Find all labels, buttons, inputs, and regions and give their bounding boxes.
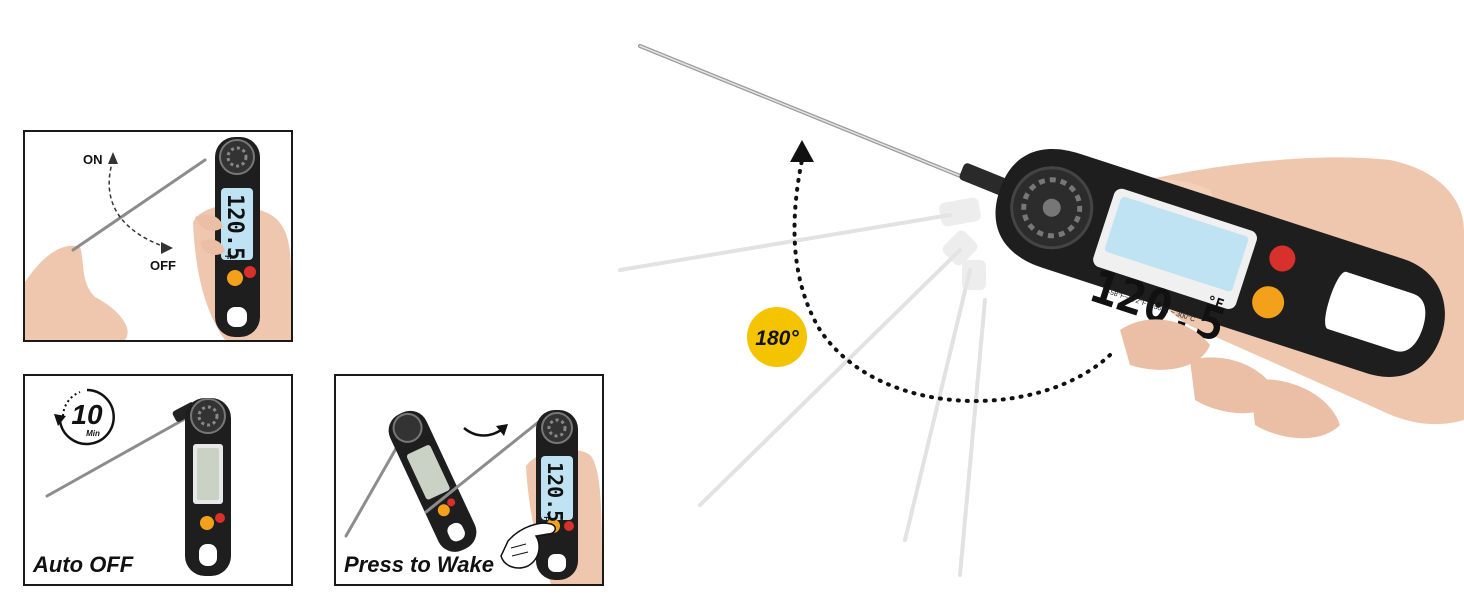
power-button-icon <box>1252 286 1285 319</box>
mini-display-reading: 120.5 <box>222 194 247 260</box>
rotation-arc <box>792 158 1112 403</box>
probe-hinge <box>959 163 1007 195</box>
reset-button-icon <box>1269 245 1296 272</box>
on-off-illustration: 120.5 °F <box>25 137 291 340</box>
timer-unit: Min <box>86 429 100 438</box>
mini-display-reading: 120.5 <box>543 462 567 522</box>
main-display-unit: °F <box>1205 293 1226 313</box>
probe-rod <box>45 414 192 498</box>
panel-on-off: 120.5 °F ON OFF <box>23 130 293 342</box>
off-arrow-icon <box>161 242 173 254</box>
off-label: OFF <box>150 258 176 273</box>
press-to-wake-illustration: 120.5 °F <box>344 410 602 584</box>
probe-rod <box>71 158 207 252</box>
auto-off-caption: Auto OFF <box>33 552 134 577</box>
timer-value: 10 <box>71 399 103 430</box>
on-label: ON <box>83 152 103 167</box>
rotation-badge <box>747 307 807 367</box>
on-arrow-icon <box>108 152 118 164</box>
rotation-label: 180° <box>755 327 799 350</box>
mini-display-unit: °F <box>223 250 232 260</box>
auto-off-illustration: 10 Min <box>45 388 231 576</box>
panel-auto-off: 10 Min Auto OFF <box>23 374 293 586</box>
probe-ghost-positions <box>618 213 987 577</box>
press-to-wake-caption: Press to Wake <box>344 552 495 577</box>
mini-display-unit: °F <box>542 512 550 520</box>
thermometer-body <box>995 149 1445 377</box>
wake-arrow-head-icon <box>496 424 508 436</box>
pointing-hand-icon <box>500 522 556 569</box>
on-off-arc <box>108 159 166 248</box>
arc-arrowhead-icon <box>790 140 814 162</box>
left-hand <box>25 245 128 340</box>
panel-press-to-wake: 120.5 °F Press to Wake <box>334 374 604 586</box>
wake-arrow <box>463 426 505 437</box>
probe-ghost-hinges <box>939 197 986 290</box>
timer-icon <box>54 388 115 446</box>
fingers <box>1120 319 1340 439</box>
